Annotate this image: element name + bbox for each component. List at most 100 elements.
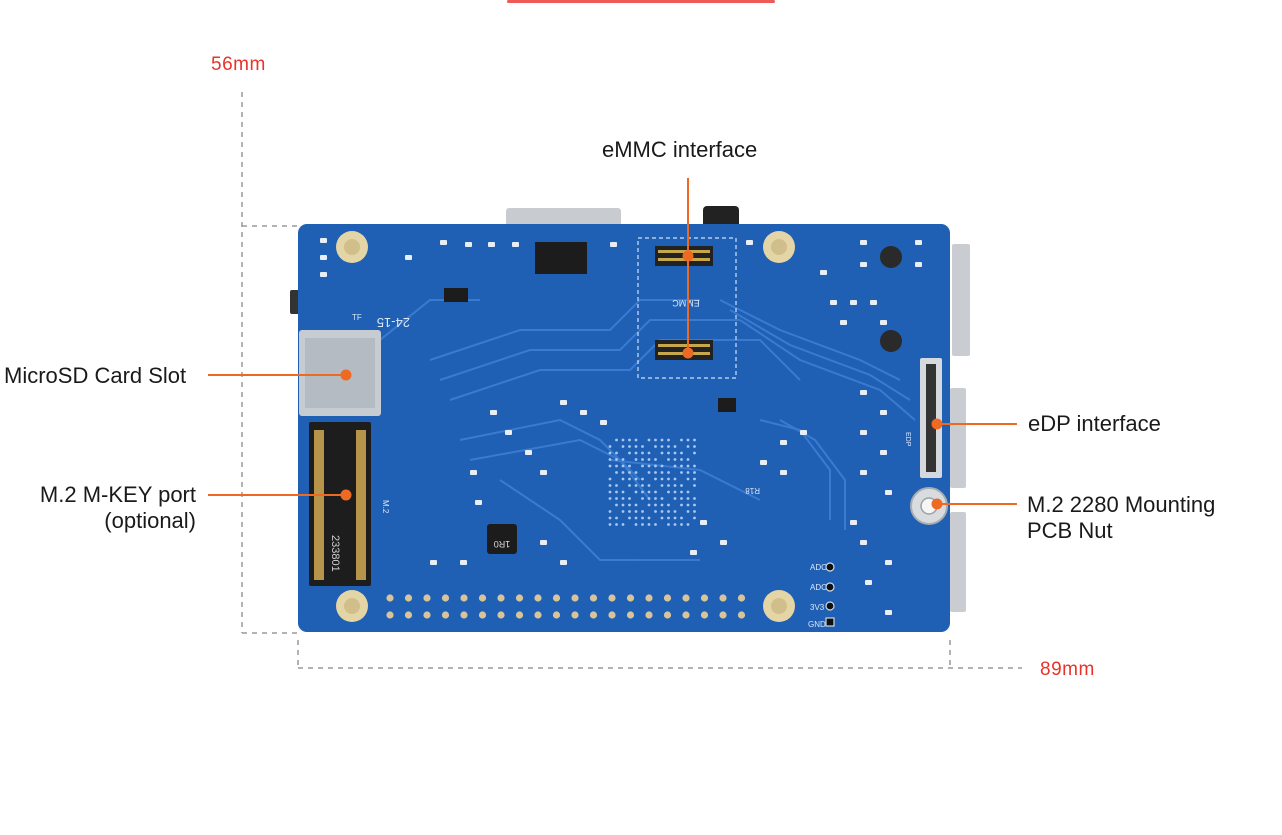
smd-pad [870,300,877,305]
via [686,497,690,500]
via [621,458,625,461]
smd-pad [580,410,587,415]
m2-nut-label: M.2 2280 Mounting PCB Nut [1027,492,1215,544]
smd-pad [780,440,787,445]
gpio-pad [404,594,413,602]
via [647,438,651,442]
height-dimension-label: 56mm [211,54,266,75]
via [615,516,618,520]
via [634,451,638,455]
via [693,451,696,455]
via [628,477,631,481]
via [673,497,677,500]
m2-nut-label-line1: M.2 2280 Mounting [1027,492,1216,517]
via [654,523,657,526]
via [628,510,631,513]
silk-inductor: 1R0 [494,539,511,549]
via [641,497,644,500]
via [660,471,664,474]
via [634,458,638,461]
gpio-pad [478,594,487,602]
smd-pad [860,470,867,475]
edp-interface-label: eDP interface [1028,411,1161,436]
via [647,497,651,500]
via [641,484,644,487]
via [615,523,618,526]
pin-holes [825,562,835,627]
gpio-header [386,594,746,619]
via [693,516,696,520]
smd-pad [320,238,327,243]
via [647,490,651,494]
via [641,477,644,481]
via [621,438,625,442]
via [693,484,696,487]
m2-port-label-line2: (optional) [104,508,196,533]
smd-pad [440,240,447,245]
smd-pad [840,320,847,325]
via [615,497,618,500]
via [621,464,625,468]
gpio-pad [386,611,394,619]
smd-pad [690,550,697,555]
via [647,464,651,468]
gpio-pad [497,594,505,602]
via [660,464,664,468]
gpio-pad [534,594,542,602]
via [680,464,683,468]
via [621,497,625,500]
via [634,503,638,507]
smd-pad [512,242,519,247]
via [693,464,696,468]
via [621,510,625,513]
via [660,497,664,500]
pcb-traces [379,299,916,561]
smd-pad [860,430,867,435]
via [608,516,612,520]
smd-pad [490,410,497,415]
via [660,510,664,513]
gpio-pad [645,611,653,619]
smd-pad [800,430,807,435]
gpio-pad [441,594,450,602]
gpio-pad [737,611,746,619]
via [654,490,657,494]
board-screws [880,246,902,352]
via [647,458,651,461]
gpio-pad [386,594,394,602]
pin-label-adc3: ADC3 [810,563,832,572]
silk-edp: EDP [904,432,911,447]
via [641,490,644,494]
pin-label-gnd: GND [808,620,826,629]
usb-port-right-1 [950,388,966,488]
smd-pad [560,400,567,405]
via [628,503,631,507]
smd-pad [860,540,867,545]
via [667,503,670,507]
via [628,471,631,474]
via [621,503,625,507]
via [647,451,651,455]
smd-pad [860,262,867,267]
smd-pad [460,560,467,565]
via [634,438,638,442]
via [680,438,683,442]
via [641,445,644,448]
gpio-pad [608,611,616,619]
via [680,471,683,474]
smd-pad [885,490,892,495]
pin-label-3v3: 3V3 [810,603,825,612]
via [621,445,625,448]
via [641,451,644,455]
gpio-pad [497,611,505,619]
via [667,477,670,481]
smd-pad [600,420,607,425]
via [686,445,690,448]
via [667,516,670,520]
via [667,451,670,455]
via [654,510,657,513]
smd-pad [885,610,892,615]
via [686,438,690,442]
smd-pad [915,262,922,267]
